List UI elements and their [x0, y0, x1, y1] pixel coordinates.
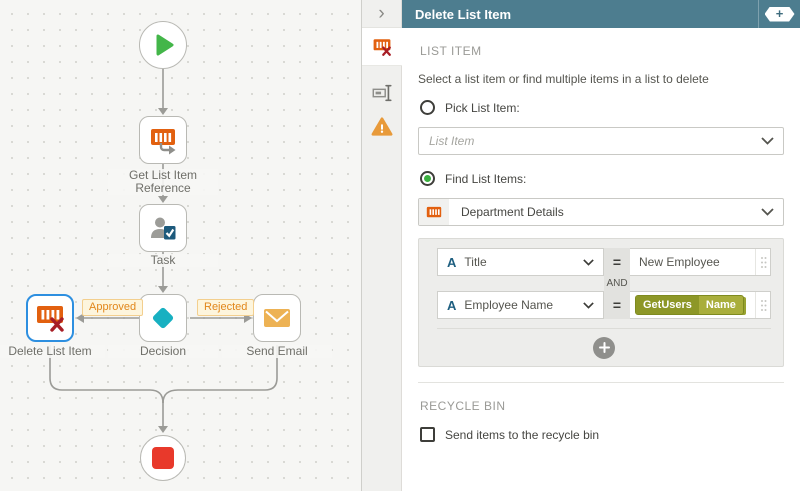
pick-list-item-option[interactable]: Pick List Item: — [420, 100, 786, 115]
list-reference-icon — [151, 129, 176, 155]
drag-handle-icon[interactable] — [755, 292, 770, 318]
end-node[interactable] — [140, 435, 186, 481]
workflow-canvas[interactable]: Get List Item Reference Task Decision — [0, 0, 362, 491]
edge-label-approved[interactable]: Approved — [82, 299, 144, 316]
recycle-bin-checkbox[interactable] — [420, 427, 435, 442]
chevron-down-icon — [583, 258, 594, 266]
tab-rename[interactable] — [362, 74, 401, 112]
chevron-right-icon: › — [378, 3, 385, 24]
task-user-icon — [151, 217, 176, 240]
send-email-node[interactable] — [253, 294, 301, 342]
recycle-bin-label: Send items to the recycle bin — [445, 427, 600, 442]
plus-icon — [598, 342, 610, 353]
delete-list-icon — [37, 306, 64, 332]
chevron-down-icon — [583, 301, 594, 309]
text-type-icon: A — [447, 254, 457, 270]
pick-list-item-label: Pick List Item: — [445, 100, 520, 115]
stop-icon — [152, 447, 174, 469]
tab-warnings[interactable] — [362, 112, 401, 142]
condition-field-select[interactable]: A Employee Name — [437, 291, 604, 319]
rename-field-icon — [372, 84, 392, 102]
recycle-section-title: RECYCLE BIN — [420, 399, 506, 413]
panel-header: Delete List Item + — [402, 0, 800, 28]
plus-icon: + — [775, 5, 784, 21]
condition-field-value: Title — [464, 255, 487, 269]
section-divider — [418, 382, 784, 383]
list-icon — [426, 206, 442, 217]
conditions-box: A Title = New Employee — [418, 238, 784, 367]
add-step-button[interactable]: + — [764, 5, 795, 22]
get-list-item-reference-node[interactable] — [139, 116, 187, 164]
panel-title: Delete List Item — [415, 6, 512, 22]
condition-field-select[interactable]: A Title — [437, 248, 604, 276]
panel-tab-strip: › — [362, 0, 402, 491]
play-icon — [156, 34, 174, 56]
node-label: Decision — [108, 345, 218, 358]
properties-panel: › — [362, 0, 800, 491]
header-button-well: + — [758, 0, 800, 28]
pick-list-item-select[interactable]: List Item — [418, 127, 784, 155]
delete-list-icon — [373, 38, 391, 56]
find-list-items-label: Find List Items: — [445, 171, 527, 186]
chevron-down-icon — [761, 137, 774, 145]
condition-operator[interactable]: = — [604, 291, 630, 319]
warning-icon — [371, 117, 392, 136]
find-list-items-radio[interactable] — [420, 171, 435, 186]
decision-diamond-icon — [152, 307, 174, 329]
condition-joiner: AND — [604, 276, 630, 291]
panel-main: Delete List Item + LIST ITEM Select a li… — [402, 0, 800, 491]
edge-label-rejected[interactable]: Rejected — [197, 299, 255, 316]
task-node[interactable] — [139, 204, 187, 252]
add-condition-button[interactable] — [593, 336, 615, 359]
node-label: Get List Item Reference — [108, 169, 218, 195]
list-icon-cell — [419, 199, 449, 225]
add-condition-row — [437, 328, 771, 366]
email-icon — [264, 309, 290, 327]
collapse-panel-button[interactable]: › — [362, 0, 401, 28]
field-token[interactable]: GetUsers Name — [635, 295, 744, 315]
start-node[interactable] — [139, 21, 187, 69]
panel-content: LIST ITEM Select a list item or find mul… — [402, 28, 800, 491]
decision-node[interactable] — [139, 294, 187, 342]
condition-field-value: Employee Name — [464, 298, 554, 312]
condition-value-text: New Employee — [639, 255, 720, 269]
node-label: Send Email — [222, 345, 332, 358]
node-label: Delete List Item — [0, 345, 105, 358]
condition-value-field[interactable]: New Employee — [630, 248, 771, 276]
list-select[interactable]: Department Details — [418, 198, 784, 226]
list-item-section-title: LIST ITEM — [420, 44, 482, 58]
condition-value-field[interactable]: GetUsers Name — [630, 291, 771, 319]
token-group: GetUsers — [636, 296, 699, 314]
delete-list-item-node[interactable] — [26, 294, 74, 342]
recycle-bin-option[interactable]: Send items to the recycle bin — [420, 427, 786, 442]
condition-operator[interactable]: = — [604, 248, 630, 276]
token-field: Name — [705, 299, 736, 311]
conditions-grid: A Title = New Employee — [419, 239, 783, 328]
list-item-description: Select a list item or find multiple item… — [418, 72, 709, 86]
text-type-icon: A — [447, 297, 457, 313]
drag-handle-icon[interactable] — [755, 249, 770, 275]
tab-delete-list-item[interactable] — [362, 28, 402, 66]
pick-list-item-radio[interactable] — [420, 100, 435, 115]
pick-list-item-placeholder: List Item — [429, 134, 475, 148]
node-label: Task — [108, 254, 218, 267]
find-list-items-option[interactable]: Find List Items: — [420, 171, 786, 186]
token-wrap: GetUsers Name — [630, 295, 755, 315]
chevron-down-icon — [761, 208, 774, 216]
list-select-value: Department Details — [461, 205, 564, 219]
